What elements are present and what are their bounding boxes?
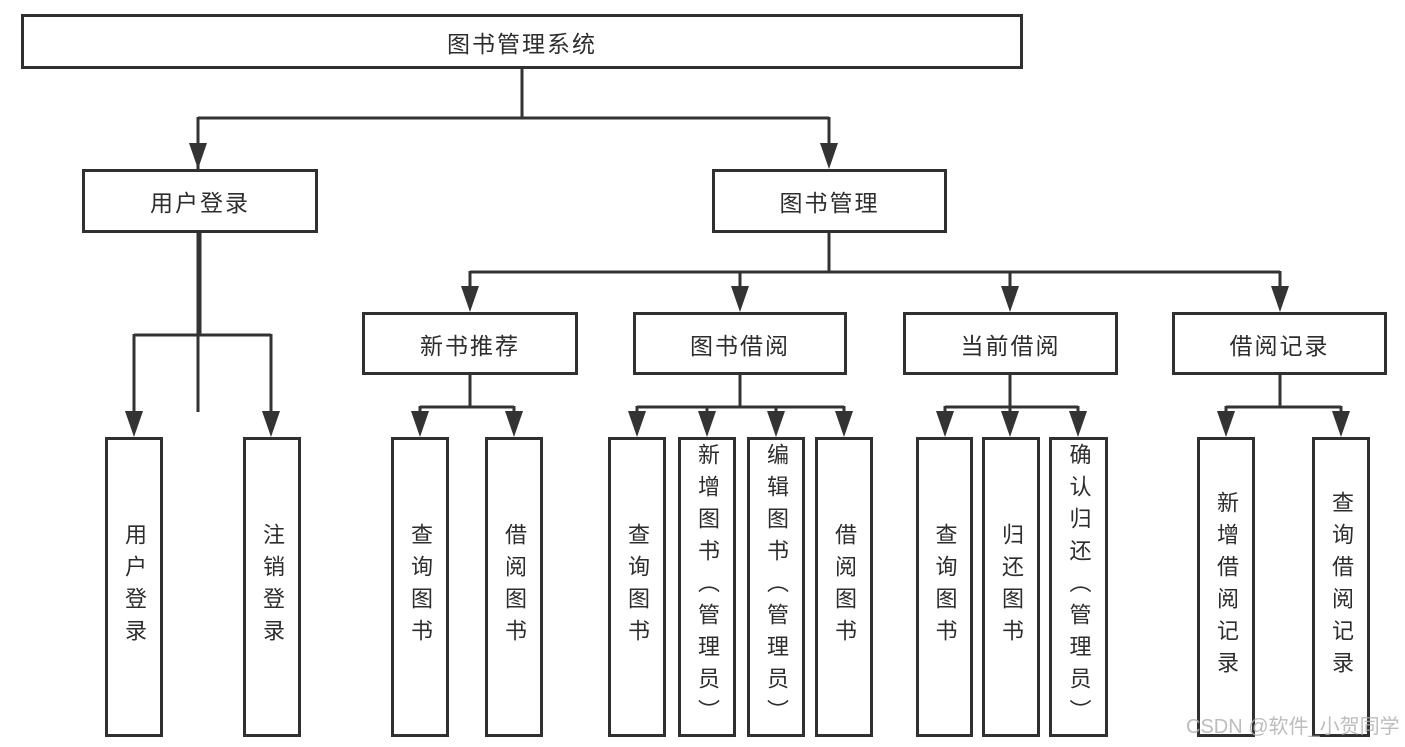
node-current-borrow: 当前借阅 [903, 312, 1118, 375]
connector-new-book-to-leaves [411, 375, 523, 437]
leaf-label: 查询图书 [932, 523, 958, 651]
connector-user-login-to-leaves [125, 233, 280, 437]
connector-borrow-records-to-leaves [1217, 375, 1350, 437]
leaf-borrow-edit-books-admin: 编辑图书（管理员） [747, 437, 805, 737]
leaf-borrow-borrow-books: 借阅图书 [815, 437, 873, 737]
leaf-current-return-books: 归还图书 [982, 437, 1040, 737]
leaf-label: 新增图书（管理员） [695, 443, 720, 731]
leaf-records-query-record: 查询借阅记录 [1312, 437, 1370, 737]
connector-book-management-to-level3 [461, 233, 1289, 312]
leaf-label: 编辑图书（管理员） [764, 443, 789, 731]
watermark: CSDN @软件_小贺同学 [1186, 716, 1400, 738]
node-user-login: 用户登录 [82, 169, 318, 233]
leaf-user-login: 用户登录 [105, 437, 163, 737]
connector-current-borrow-to-leaves [936, 375, 1087, 437]
node-book-borrow: 图书借阅 [633, 312, 847, 375]
leaf-label: 用户登录 [122, 523, 147, 651]
node-new-book-recommend: 新书推荐 [362, 312, 578, 375]
leaf-label: 归还图书 [999, 523, 1024, 651]
leaf-current-query-books: 查询图书 [916, 437, 973, 737]
leaf-borrow-add-books-admin: 新增图书（管理员） [678, 437, 736, 737]
leaf-label: 新增借阅记录 [1214, 491, 1239, 683]
leaf-label: 注销登录 [260, 523, 285, 651]
leaf-label: 查询图书 [408, 523, 433, 651]
connector-book-borrow-to-leaves [628, 375, 853, 437]
leaf-records-add-record: 新增借阅记录 [1197, 437, 1255, 737]
leaf-newbook-query-books: 查询图书 [391, 437, 449, 737]
leaf-label: 借阅图书 [502, 523, 527, 651]
node-root: 图书管理系统 [21, 14, 1023, 69]
leaf-label: 查询借阅记录 [1329, 491, 1354, 683]
connector-root-to-level2 [189, 69, 838, 412]
node-book-management: 图书管理 [712, 169, 947, 233]
leaf-logout: 注销登录 [243, 437, 301, 737]
leaf-newbook-borrow-books: 借阅图书 [485, 437, 543, 737]
leaf-label: 借阅图书 [832, 523, 857, 651]
leaf-borrow-query-books: 查询图书 [608, 437, 666, 737]
leaf-label: 确认归还（管理员） [1066, 443, 1092, 731]
node-borrow-records: 借阅记录 [1172, 312, 1387, 375]
leaf-label: 查询图书 [625, 523, 650, 651]
leaf-current-confirm-return-admin: 确认归还（管理员） [1049, 437, 1108, 737]
